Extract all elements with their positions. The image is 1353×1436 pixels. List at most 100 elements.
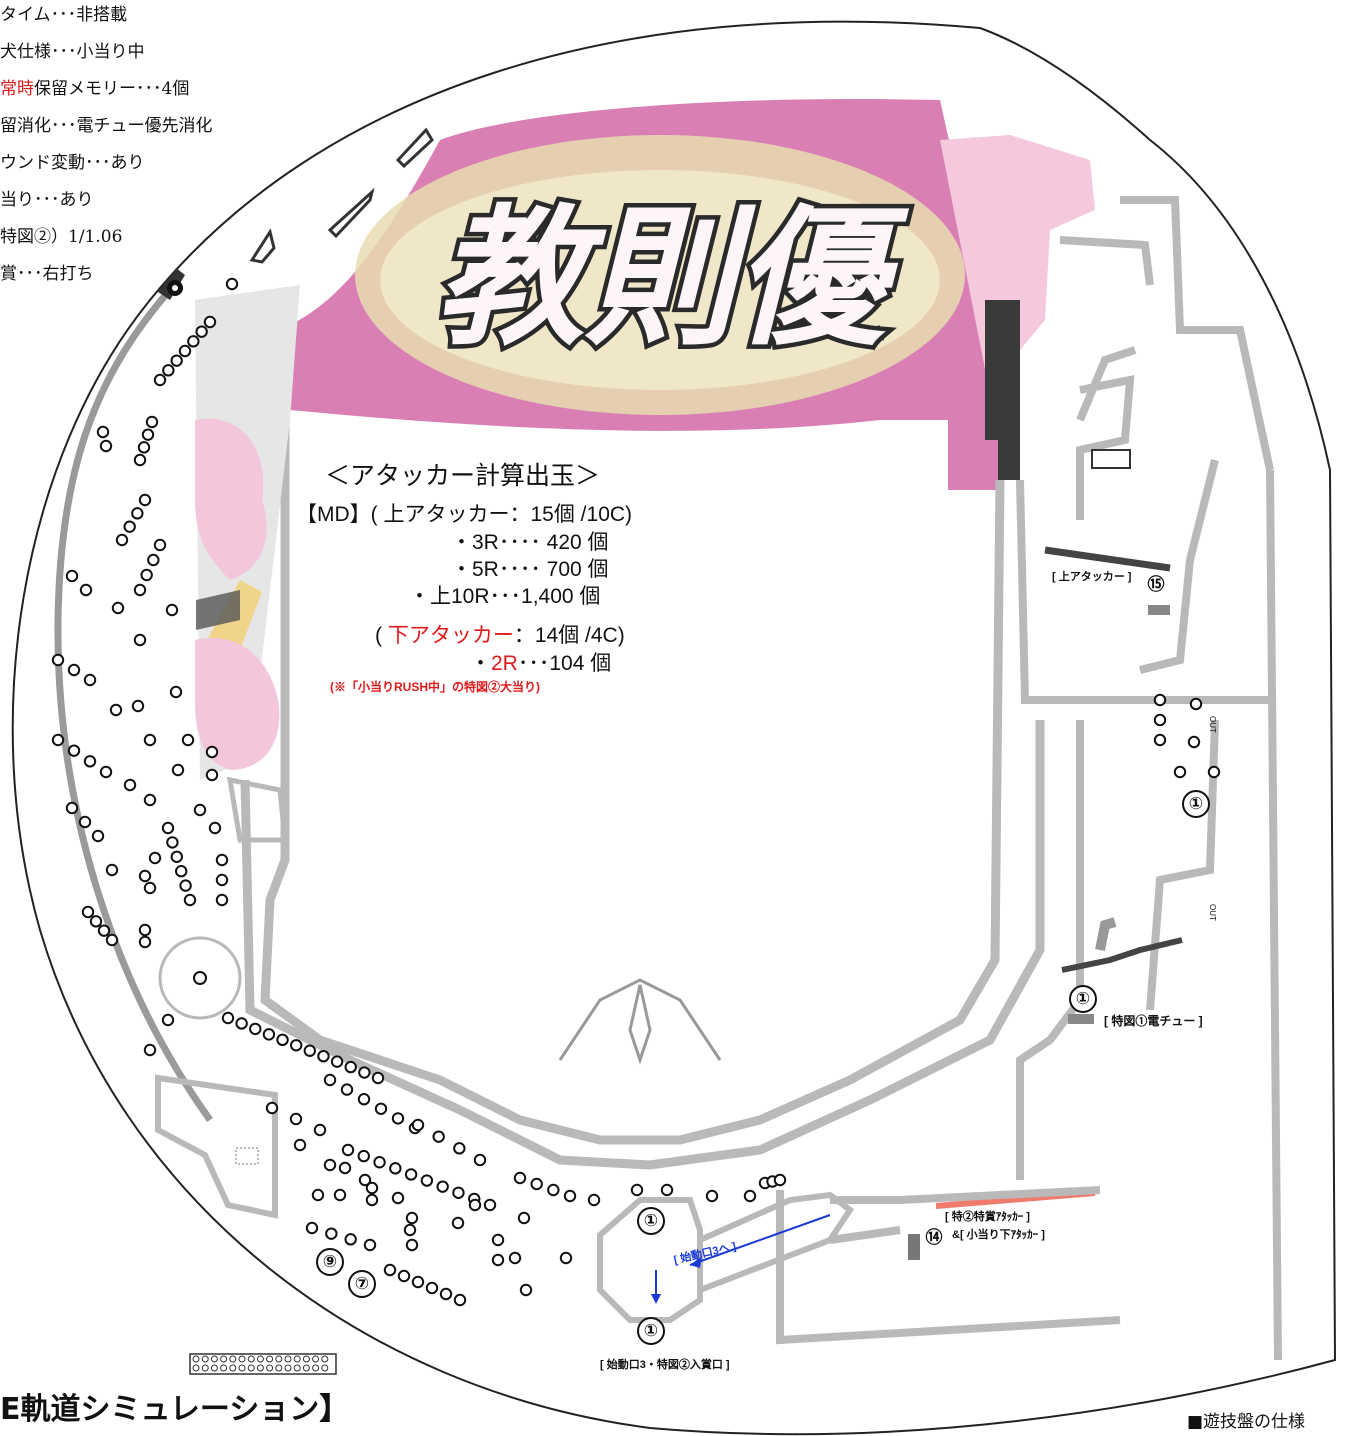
nail-pin (630, 1183, 644, 1197)
nail-pin (344, 1060, 357, 1074)
nail-pin (439, 1287, 453, 1301)
counter-ball (201, 1364, 209, 1372)
nail-pin (67, 663, 81, 677)
nail-pin (138, 923, 152, 937)
shidou3-pocket (597, 1197, 703, 1323)
calc-title: ＜アタッカー計算出玉＞ (325, 462, 601, 490)
nail-pin (453, 1142, 466, 1155)
nail-pin (111, 601, 125, 615)
nail-pin (289, 1039, 303, 1052)
label-out-1: OUT (1208, 716, 1217, 733)
nail-pin (109, 703, 123, 717)
pocket-1-bottom-lower: ① (637, 1317, 665, 1345)
nail-pin (208, 821, 222, 835)
nail-pin (451, 1216, 465, 1230)
counter-ball (275, 1364, 283, 1372)
calc-lower-row: ・2R･･･104 個 (470, 652, 612, 675)
counter-ball (284, 1355, 292, 1363)
nail-pin (178, 344, 192, 358)
nail-pin (1153, 693, 1167, 707)
nail-pin (115, 533, 129, 547)
counter-ball (293, 1355, 301, 1363)
nail-pin (131, 507, 144, 520)
nail-pin (547, 1183, 560, 1197)
counter-ball (256, 1355, 264, 1363)
nail-pin (183, 893, 197, 907)
nail-pin (1173, 765, 1187, 779)
nail-pin (133, 633, 147, 647)
label-toku2-attacker: [ 特②特賞ｱﾀｯｶｰ ] (945, 1211, 1030, 1223)
nail-pin (323, 1073, 337, 1087)
nail-pin (1153, 733, 1167, 747)
cherry-blossoms-1 (195, 418, 267, 580)
nail-pin (293, 1138, 307, 1152)
center-frame (240, 410, 1045, 1170)
counter-ball (312, 1364, 320, 1372)
nail-pin (333, 1188, 347, 1202)
nail-pin (330, 1055, 344, 1068)
spec-line-8: 賞･･･右打ち (0, 264, 94, 284)
counter-ball (293, 1364, 301, 1372)
nail-pin (1207, 765, 1221, 779)
nail-pin (405, 1211, 419, 1225)
nail-pin (425, 1281, 439, 1295)
nail-pin (403, 1223, 417, 1237)
nail-pin (205, 768, 219, 782)
nail-pin (179, 879, 192, 892)
nail-pin (91, 829, 105, 843)
counter-ball (229, 1355, 237, 1363)
nail-pin (51, 653, 65, 667)
nail-pin (383, 1263, 397, 1277)
nail-pin (161, 821, 175, 835)
nail-pin (483, 1198, 497, 1212)
nail-pin (133, 583, 147, 597)
nail-pin (468, 1198, 482, 1212)
pocket-1-denchu: ① (1069, 985, 1097, 1013)
windmill (158, 936, 242, 1020)
spec-line-4: 留消化･･･電チュー優先消化 (0, 116, 213, 136)
nail-pin (123, 778, 137, 792)
counter-ball (238, 1364, 246, 1372)
counter-ball (210, 1355, 218, 1363)
nail-pin (195, 325, 208, 338)
label-upper-attacker: [ 上アタッカー ] (1052, 571, 1132, 583)
nail-pin (563, 1189, 577, 1203)
nail-pin (138, 935, 152, 949)
counter-ball (302, 1364, 310, 1372)
spec-line-1: タイム･･･非搭載 (0, 5, 128, 25)
counter-ball (266, 1364, 274, 1372)
nail-pins (51, 277, 1221, 1307)
nail-pin (171, 763, 185, 777)
counter-ball (201, 1355, 209, 1363)
nail-pin (162, 364, 175, 377)
nail-pin (262, 1028, 276, 1041)
nail-pin (420, 1174, 434, 1187)
nail-pin (148, 851, 162, 865)
nail-pin (249, 1022, 262, 1036)
label-out-2: OUT (1208, 904, 1217, 921)
counter-ball (192, 1364, 200, 1372)
nail-pin (559, 1251, 573, 1265)
nail-pin (99, 439, 113, 453)
logo-area: 教則優 (290, 99, 1095, 490)
nail-pin (491, 1253, 505, 1267)
upper-attacker-bar (1044, 546, 1171, 572)
counter-ball (220, 1355, 228, 1363)
counter-ball (284, 1364, 292, 1372)
pocket-14: ⑭ (922, 1226, 946, 1250)
nail-pin (358, 1173, 372, 1187)
nail-pin (452, 1186, 465, 1199)
nail-pin (587, 1193, 601, 1207)
nail-pin (1153, 713, 1167, 727)
counter-ball (247, 1364, 255, 1372)
calc-upper-row-2: ・5R････ 700 個 (451, 558, 609, 581)
counter-ball (266, 1355, 274, 1363)
flow-arrow-1 (689, 1214, 831, 1266)
nail-pin (143, 1043, 157, 1057)
nail-pin (289, 1112, 303, 1126)
nail-pin (83, 673, 97, 687)
nail-pin (357, 1149, 370, 1163)
footer-right: ■遊技盤の仕様 (1187, 1412, 1306, 1432)
nail-pin (513, 1171, 527, 1185)
nail-pin (517, 1211, 531, 1225)
